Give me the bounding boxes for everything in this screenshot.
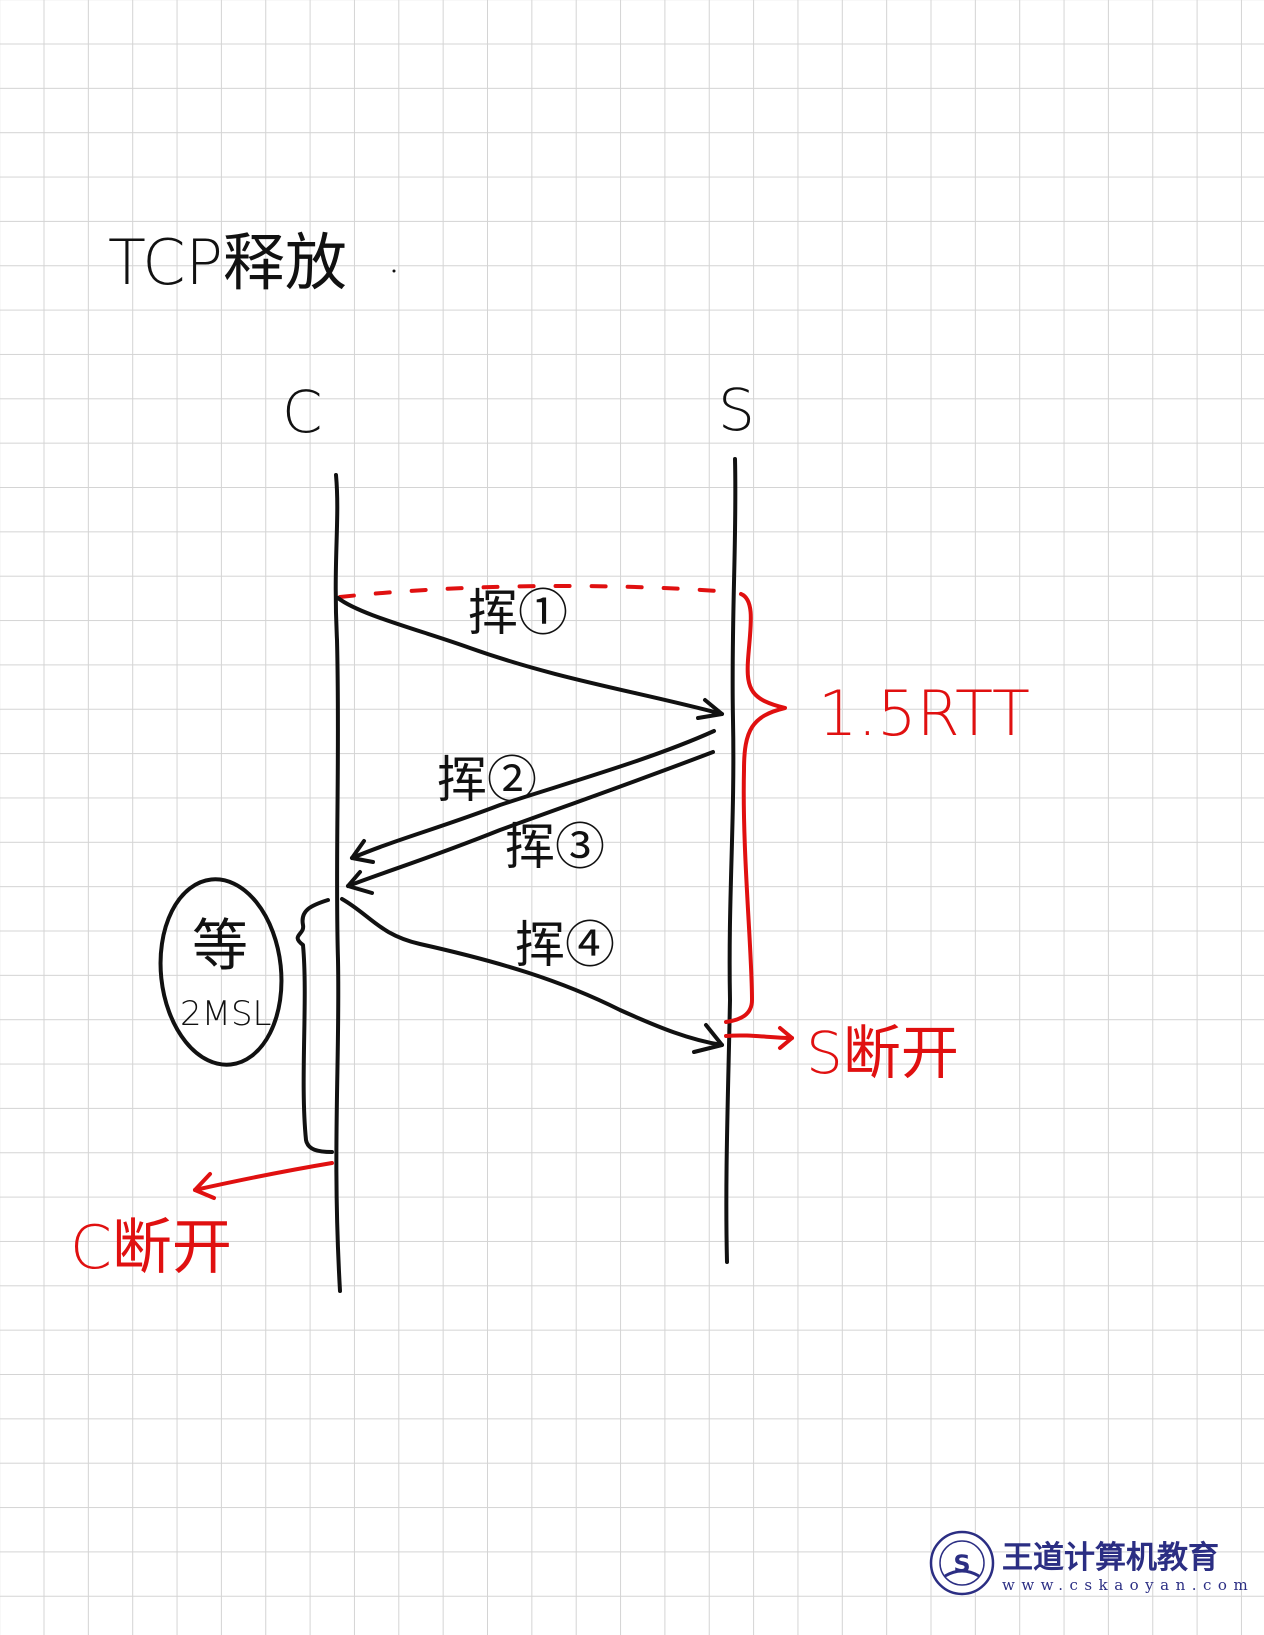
server-close-label: S断开 xyxy=(806,1019,959,1087)
wangdao-logo: S 王道计算机教育 www.cskaoyan.com xyxy=(929,1530,1254,1596)
message-label-2: 挥② xyxy=(437,751,537,809)
server-close-arrow xyxy=(724,1026,794,1050)
message-arrow-3 xyxy=(346,750,715,895)
message-label-1: 挥① xyxy=(468,584,568,642)
server-label: S xyxy=(718,376,755,444)
client-close-arrow xyxy=(193,1161,334,1200)
wait-bracket xyxy=(295,898,334,1154)
logo-url: www.cskaoyan.com xyxy=(1002,1576,1254,1594)
server-timeline xyxy=(724,457,738,1264)
logo-name: 王道计算机教育 xyxy=(1002,1540,1219,1576)
message-arrow-2 xyxy=(350,729,716,864)
message-arrow-1 xyxy=(336,596,724,720)
message-label-3: 挥③ xyxy=(505,818,605,876)
wait-time-label: 2MSL xyxy=(180,994,272,1034)
wait-bubble xyxy=(158,877,284,1067)
stray-dot xyxy=(392,269,396,273)
diagram-title: TCP释放 xyxy=(108,226,347,299)
message-label-4: 挥④ xyxy=(515,916,615,974)
client-label: C xyxy=(282,378,323,446)
svg-text:S: S xyxy=(953,1550,970,1578)
message-arrow-4 xyxy=(340,897,724,1054)
client-close-label: C断开 xyxy=(70,1213,232,1283)
reference-dashed-line xyxy=(338,583,734,599)
rtt-brace xyxy=(724,592,787,1024)
wait-label: 等 xyxy=(192,914,248,979)
rtt-label: 1.5RTT xyxy=(818,677,1030,750)
client-timeline xyxy=(333,473,342,1293)
